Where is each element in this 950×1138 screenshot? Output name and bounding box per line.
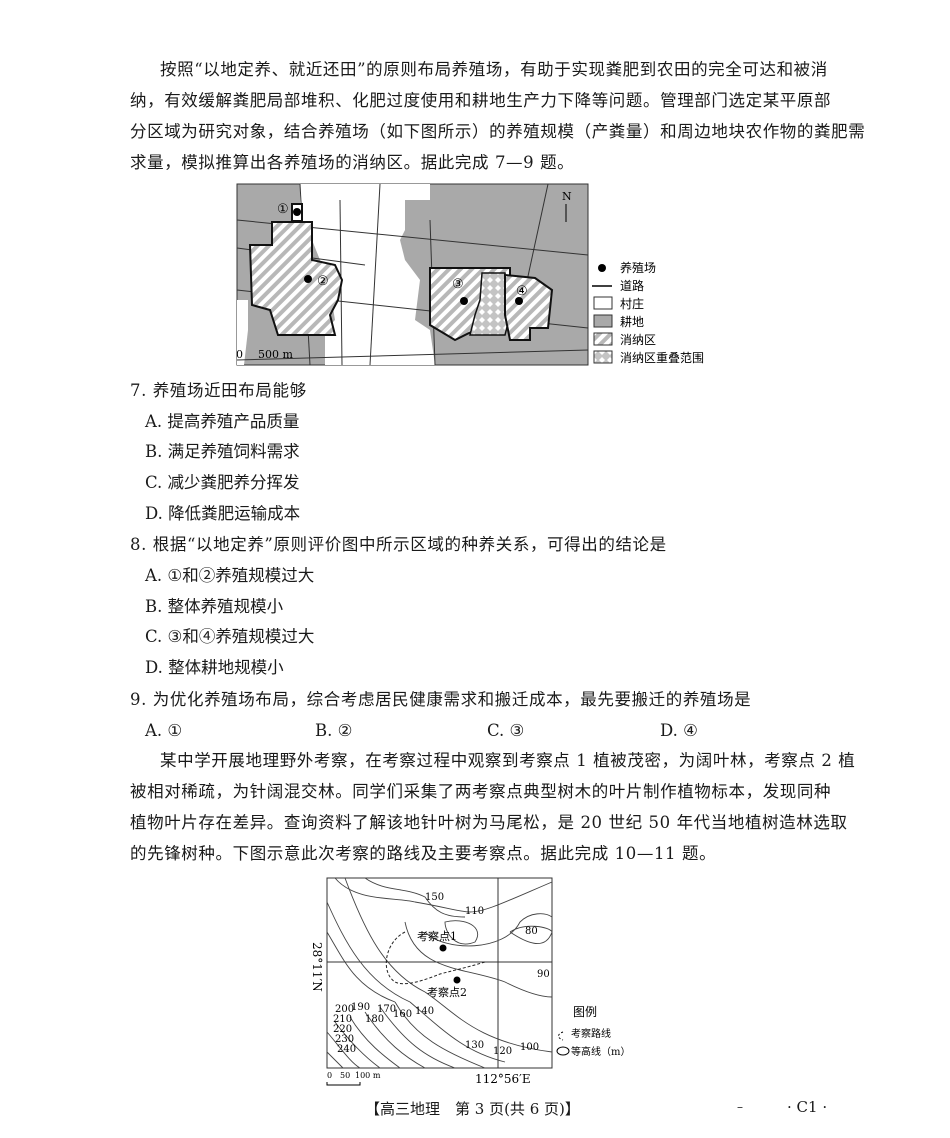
point2-label: 考察点2 — [427, 985, 467, 999]
legend-label: 养殖场 — [620, 260, 656, 275]
q9-option-d: D. ④ — [660, 721, 698, 740]
scale-zero: 0 — [236, 348, 243, 361]
latitude-label: 28°11′N — [310, 942, 324, 992]
question-8-stem: 8. 根据“以地定养”原则评价图中所示区域的种养关系，可得出的结论是 — [130, 535, 667, 554]
passage1-line: 求量，模拟推算出各养殖场的消纳区。据此完成 7—9 题。 — [130, 153, 575, 172]
scale-tick: 0 — [327, 1071, 332, 1080]
contour-label: 140 — [415, 1006, 434, 1017]
question-9-stem: 9. 为优化养殖场布局，综合考虑居民健康需求和搬迁成本，最先要搬迁的养殖场是 — [130, 690, 752, 709]
zone-legend-icon — [593, 332, 613, 346]
survey-point-2 — [453, 976, 461, 984]
farm-label: ④ — [516, 284, 528, 299]
legend-label: 等高线（m） — [571, 1045, 630, 1058]
contour-label: 160 — [393, 1009, 412, 1020]
contour-label: 220 — [333, 1024, 352, 1035]
contour-label: 90 — [537, 969, 550, 980]
footer-dash: – — [737, 1100, 743, 1114]
contour-label: 190 — [351, 1002, 370, 1013]
passage2-line: 某中学开展地理野外考察，在考察过程中观察到考察点 1 植被茂密，为阔叶林，考察点… — [160, 751, 856, 770]
legend-title: 图例 — [573, 1005, 597, 1019]
q7-option-b: B. 满足养殖饲料需求 — [145, 442, 300, 461]
passage2-line: 的先锋树种。下图示意此次考察的路线及主要考察点。据此完成 10—11 题。 — [130, 844, 717, 863]
village-area — [237, 300, 248, 365]
contour-label: 240 — [337, 1044, 356, 1055]
passage2-line: 植物叶片存在差异。查询资料了解该地针叶树为马尾松，是 20 世纪 50 年代当地… — [130, 813, 848, 832]
farm-4 — [515, 297, 523, 305]
passage1-line: 分区域为研究对象，结合养殖场（如下图所示）的养殖规模（产粪量）和周边地块农作物的… — [130, 122, 866, 141]
scale-bar — [326, 1082, 361, 1086]
contour-label: 230 — [335, 1034, 354, 1045]
point1-label: 考察点1 — [417, 929, 457, 943]
farm-map: ① ② ③ ④ N 0 500 m 养殖场 道路 村庄 耕地 消纳区 消纳区重叠… — [236, 183, 704, 366]
legend-label: 考察路线 — [571, 1027, 611, 1040]
village-legend-icon — [593, 296, 613, 310]
q8-option-b: B. 整体养殖规模小 — [145, 597, 284, 616]
passage1-line: 按照“以地定养、就近还田”的原则布局养殖场，有助于实现粪肥到农田的完全可达和被消 — [160, 60, 828, 79]
contour-legend-icon — [556, 1046, 570, 1056]
passage1-line: 纳，有效缓解粪肥局部堆积、化肥过度使用和耕地生产力下降等问题。管理部门选定某平原… — [130, 91, 832, 110]
passage2-line: 被相对稀疏，为针阔混交林。同学们采集了两考察点典型树木的叶片制作植物标本，发现同… — [130, 782, 832, 801]
route-legend-icon — [558, 1031, 564, 1041]
q9-option-a: A. ① — [145, 721, 183, 740]
question-7-stem: 7. 养殖场近田布局能够 — [130, 381, 307, 400]
scale-tick: 100 m — [355, 1071, 381, 1080]
page-footer: 【高三地理 第 3 页(共 6 页)】 — [365, 1100, 580, 1118]
legend-label: 消纳区 — [620, 333, 656, 347]
contour-label: 200 — [335, 1004, 354, 1015]
legend-label: 耕地 — [620, 314, 644, 329]
contour-lines — [326, 877, 553, 1069]
legend-label: 消纳区重叠范围 — [620, 351, 704, 365]
contour-label: 120 — [493, 1046, 512, 1057]
survey-route — [385, 931, 486, 985]
longitude-label: 112°56′E — [475, 1072, 531, 1086]
map1-legend: 养殖场 道路 村庄 耕地 消纳区 消纳区重叠范围 — [592, 260, 704, 365]
q7-option-d: D. 降低粪肥运输成本 — [145, 504, 301, 523]
survey-point-1 — [439, 944, 447, 952]
farm-2 — [304, 275, 312, 283]
q9-option-c: C. ③ — [487, 721, 525, 740]
contour-label: 80 — [525, 926, 538, 937]
contour-label: 100 — [520, 1042, 539, 1053]
legend-label: 道路 — [620, 278, 644, 293]
paper-code: · C1 · — [787, 1098, 828, 1116]
q8-option-c: C. ③和④养殖规模过大 — [145, 627, 315, 646]
q7-option-a: A. 提高养殖产品质量 — [145, 412, 300, 431]
absorption-zone-4 — [504, 273, 554, 341]
farm-label: ① — [277, 202, 289, 217]
q8-option-a: A. ①和②养殖规模过大 — [145, 566, 315, 585]
farm-legend-icon — [598, 264, 606, 272]
farmland-legend-icon — [593, 314, 613, 328]
contour-label: 180 — [365, 1014, 384, 1025]
contour-label: 210 — [333, 1014, 352, 1025]
farm-label: ② — [317, 274, 329, 289]
north-label: N — [562, 190, 572, 203]
contour-label: 150 — [425, 892, 444, 903]
q9-option-b: B. ② — [315, 721, 353, 740]
contour-label: 110 — [465, 906, 484, 917]
scale-label: 500 m — [258, 348, 293, 361]
q7-option-c: C. 减少粪肥养分挥发 — [145, 473, 300, 492]
overlap-legend-icon — [593, 350, 613, 364]
scale-tick: 50 — [340, 1071, 350, 1080]
farm-3 — [460, 297, 468, 305]
q8-option-d: D. 整体耕地规模小 — [145, 658, 284, 677]
absorption-zone-2 — [248, 221, 344, 336]
contour-label: 170 — [377, 1004, 396, 1015]
legend-label: 村庄 — [620, 296, 644, 311]
farm-1 — [293, 208, 301, 216]
contour-label: 130 — [465, 1040, 484, 1051]
contour-map: 考察点1 考察点2 150 110 80 90 100 120 130 140 … — [310, 877, 630, 1086]
farm-label: ③ — [452, 277, 464, 292]
